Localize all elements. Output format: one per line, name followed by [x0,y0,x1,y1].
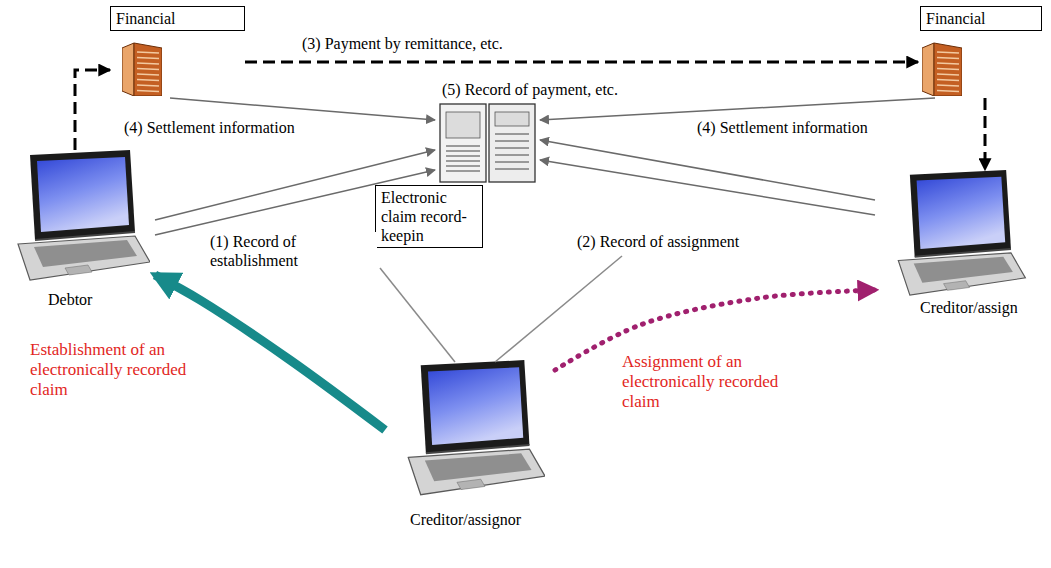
illustration-part [446,171,480,172]
illustration-part [122,43,162,96]
record-arrow [540,98,935,120]
laptop-node: Creditor/assignor [385,360,555,535]
illustration-part [380,268,455,362]
bank-icon [122,43,162,96]
edge-label: (1) Record of establishment [208,232,377,270]
leader-line [380,256,622,362]
server-node: Electronic claim record-keepin [435,100,540,185]
laptop-icon [898,170,1025,295]
bank-label: Financial [110,6,245,31]
illustration-part [446,166,480,167]
payment-arrow [245,61,918,64]
bank-node: Financial [918,6,1043,98]
illustration-part [489,104,535,182]
bank-label: Financial [920,6,1042,31]
illustration-part [495,141,529,142]
illustration-part [446,112,480,138]
illustration-part [495,169,529,170]
edge-label: Establishment of an electronically recor… [28,340,217,400]
party-label: Creditor/assignor [410,510,521,529]
laptop-icon [18,150,150,280]
bank-icon [922,43,962,96]
edge-label: (4) Settlement information [695,118,870,137]
server-label: Electronic claim record-keepin [375,185,483,248]
illustration-part [922,43,962,96]
record-arrow [170,98,435,120]
record-arrow [540,140,875,200]
illustration-part [495,162,529,163]
edge-label: Assignment of an electronically recorded… [620,352,809,412]
illustration-part [446,151,480,152]
illustration-part [440,104,486,182]
illustration-part [446,161,480,162]
payment-arrow [984,98,987,170]
illustration-part [446,134,529,171]
edge-label: (3) Payment by remittance, etc. [300,34,505,53]
laptop-node: Creditor/assign [875,170,1045,320]
server-icon [440,104,535,182]
payment-arrow [75,70,110,150]
edge-label: (4) Settlement information [122,118,297,137]
illustration-part [495,134,529,135]
laptop-node: Debtor [10,150,155,310]
party-label: Creditor/assign [920,298,1018,317]
illustration-part [495,256,622,362]
bank-node: Financial [110,6,245,98]
illustration-part [495,112,529,126]
illustration-part [495,148,529,149]
illustration-part [495,155,529,156]
illustration-part [446,146,480,147]
illustration-part [18,150,150,280]
illustration-part [898,170,1025,295]
party-label: Debtor [48,290,92,309]
edge-label: (2) Record of assignment [575,232,741,251]
step-label: (5) Record of payment, etc. [440,80,620,99]
record-arrow [540,160,875,215]
laptop-icon [408,360,545,495]
illustration-part [446,156,480,157]
illustration-part [408,360,545,495]
